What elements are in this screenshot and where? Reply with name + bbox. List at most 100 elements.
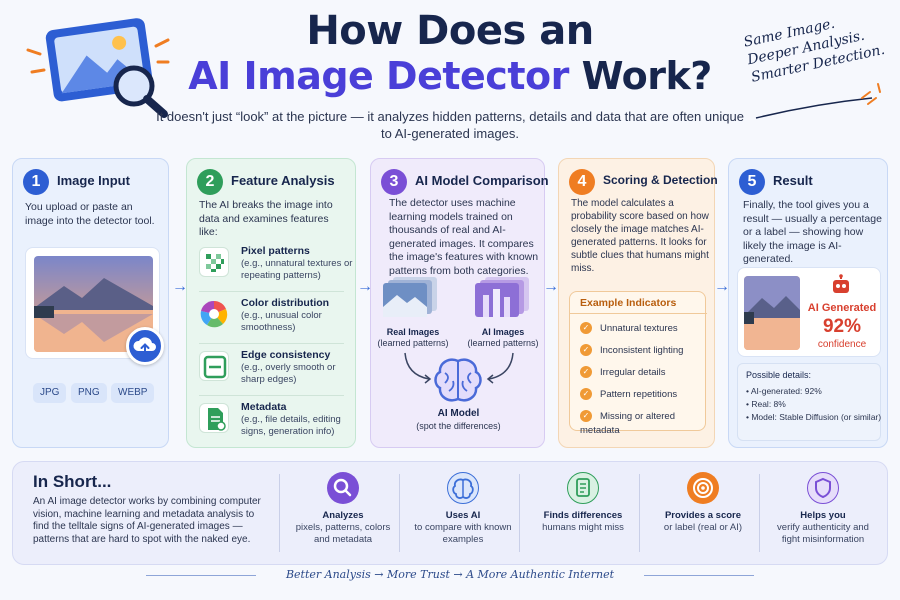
format-badge-jpg: JPG [33,383,67,403]
feature-desc: (e.g., unnatural textures or repeating p… [241,258,353,281]
step-number: 3 [381,169,407,195]
indicator-item: ✓ Pattern repetitions [580,388,677,402]
step-body: The AI breaks the image into data and ex… [199,199,333,238]
step-card-ai-model-comparison: 3 AI Model Comparison The detector uses … [370,158,549,448]
feature-desc: (e.g., unusual color smoothness) [241,310,322,333]
check-icon: ✓ [580,344,592,357]
indicator-label: Inconsistent lighting [600,345,684,356]
indicator-item: ✓ Inconsistent lighting [580,344,683,358]
arrow-right-icon: → [172,278,188,295]
arrow-right-icon: → [543,278,559,295]
result-label: AI Generated [807,302,877,314]
divider [199,395,344,396]
step-number: 2 [197,169,223,195]
result-panel: AI Generated 92% confidence [737,267,881,357]
arrow-right-icon: → [357,278,373,295]
benefit-finds-differences: Finds differences humans might miss [528,472,638,534]
divider [639,474,640,552]
benefit-desc: verify authenticity and fight misinforma… [777,522,869,545]
image-magnifier-icon [26,18,170,118]
benefit-desc: pixels, patterns, colors and metadata [295,522,391,545]
detail-line: • Real: 8% [746,399,786,409]
divider [759,474,760,552]
real-images-sub: (learned patterns) [377,338,449,348]
page-title-line1: How Does an [306,8,594,54]
example-indicators-panel: Example Indicators ✓Unnatural textures ✓… [569,291,707,436]
sparkle-icon [861,83,881,105]
result-image [744,276,800,350]
ai-images-stack [475,277,533,317]
indicator-item: ✓Missing or altered metadata [580,410,705,436]
upload-button[interactable] [126,327,164,365]
summary-title: In Short... [33,472,112,491]
feature-title: Edge consistency [241,349,331,361]
feature-title: Color distribution [241,297,330,309]
detail-line: • AI-generated: 92% [746,386,822,396]
check-icon: ✓ [580,366,592,379]
step-number: 5 [739,169,765,195]
title-highlight: AI Image Detector [188,54,569,98]
possible-details-panel: Possible details: • AI-generated: 92% • … [737,363,881,441]
title-rest: Work? [568,54,713,98]
step-title: Feature Analysis [231,173,335,188]
divider [279,474,280,552]
divider [199,291,344,292]
check-icon: ✓ [580,410,592,423]
benefit-helps-you: Helps you verify authenticity and fight … [768,472,878,546]
footer-line-right [644,575,754,576]
feature-desc: (e.g., overly smooth or sharp edges) [241,362,336,385]
divider [199,343,344,344]
edge-frame-icon [199,351,229,381]
format-badge-png: PNG [71,383,107,403]
page-subtitle: It doesn't just “look” at the picture — … [156,109,744,141]
summary-body: An AI image detector works by combining … [33,496,261,545]
step-body: Finally, the tool gives you a result — u… [743,199,882,265]
ai-images-title: AI Images [481,327,525,337]
result-percentage: 92% [822,316,862,337]
benefit-desc: or label (real or AI) [663,522,743,533]
format-badge-webp: WEBP [111,383,155,403]
step-body: You upload or paste an image into the de… [25,201,155,227]
feature-title: Metadata [241,401,287,413]
indicator-label: Pattern repetitions [600,389,678,400]
benefit-desc: humans might miss [542,522,624,533]
ai-model-label: AI Model (spot the differences) [391,407,526,432]
benefit-title: Uses AI [445,510,481,521]
benefit-desc: to compare with known examples [414,522,512,545]
real-images-stack [383,277,441,317]
check-icon: ✓ [580,322,592,335]
ai-images-sub: (learned patterns) [467,338,539,348]
benefit-analyzes: Analyzes pixels, patterns, colors and me… [288,472,398,546]
check-icon: ✓ [580,388,592,401]
document-check-icon [567,472,599,504]
step-title: Result [773,173,813,188]
indicator-label: Missing or altered metadata [580,411,675,436]
arrow-right-icon: → [714,278,730,295]
step-card-feature-analysis: 2 Feature Analysis The AI breaks the ima… [186,158,356,448]
brain-icon [434,358,482,402]
feature-color-distribution: Color distribution (e.g., unusual color … [199,297,354,339]
result-confidence: confidence [817,339,867,350]
benefit-title: Finds differences [543,510,623,521]
feature-title: Pixel patterns [241,245,310,257]
cloud-upload-icon [133,337,156,355]
ai-images-label: AI Images(learned patterns) [463,327,543,349]
step-title: Image Input [57,173,130,188]
ai-model-sub: (spot the differences) [416,421,501,431]
shield-icon [807,472,839,504]
divider [399,474,400,552]
step-title: AI Model Comparison [415,173,549,188]
robot-icon [833,274,849,293]
pixel-grid-icon [199,247,229,277]
feature-metadata: Metadata (e.g., file details, editing si… [199,401,354,443]
footer-line-left [146,575,256,576]
indicator-item: ✓Unnatural textures [580,322,678,336]
target-icon [687,472,719,504]
ai-model-title: AI Model [437,408,480,419]
sample-landscape-image [34,256,153,352]
curved-arrow-icon [486,352,514,384]
brain-icon [447,472,479,504]
benefit-title: Provides a score [664,510,742,521]
step-number: 4 [569,169,595,195]
detail-line: • Model: Stable Diffusion (or similar) [746,412,882,422]
